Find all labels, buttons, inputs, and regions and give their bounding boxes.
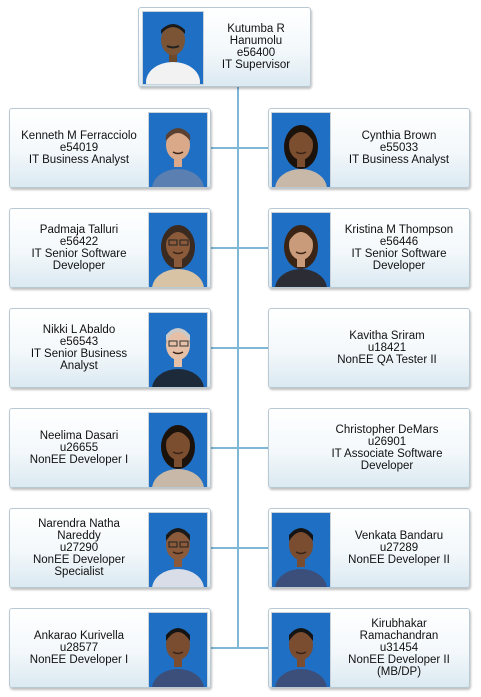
- person-id: e55033: [379, 142, 419, 154]
- person-title: Developer: [360, 460, 414, 472]
- person-title: Analyst: [60, 360, 98, 372]
- person-name: Neelima Dasari: [39, 430, 119, 442]
- person-id: u31454: [379, 642, 419, 654]
- person-title: IT Business Analyst: [28, 154, 130, 166]
- person-photo: [271, 612, 331, 687]
- person-name: Kavitha Sriram: [349, 330, 425, 342]
- org-connector-trunk: [237, 87, 239, 647]
- person-id: u27289: [379, 542, 419, 554]
- supervisor-photo: [142, 11, 204, 85]
- person-name: Padmaja Talluri: [39, 224, 119, 236]
- person-id: e54019: [59, 142, 99, 154]
- person-name: Kristina M Thompson: [344, 224, 454, 236]
- person-name: Kutumba R Hanumolu: [227, 23, 285, 47]
- org-connector-branch: [238, 247, 268, 249]
- person-title: (MB/DP): [376, 666, 422, 678]
- person-photo: [148, 412, 208, 487]
- org-connector-branch: [211, 647, 238, 649]
- org-connector-branch: [238, 547, 268, 549]
- person-title: NonEE Developer I: [29, 454, 129, 466]
- person-photo: [271, 212, 331, 287]
- person-title: Developer: [372, 260, 426, 272]
- org-connector-branch: [211, 247, 238, 249]
- person-photo: [148, 312, 208, 387]
- org-connector-branch: [238, 347, 268, 349]
- person-title: IT Supervisor: [221, 59, 291, 71]
- person-id: e56543: [59, 336, 99, 348]
- person-title: IT Associate Software: [331, 448, 443, 460]
- person-name: Nikki L Abaldo: [42, 324, 116, 336]
- org-connector-branch: [238, 647, 268, 649]
- person-name: Nareddy: [57, 530, 101, 542]
- person-id: u18421: [367, 342, 407, 354]
- person-id: e56422: [59, 236, 99, 248]
- org-connector-branch: [211, 147, 238, 149]
- person-name: Venkata Bandaru: [354, 530, 444, 542]
- org-connector-branch: [238, 147, 268, 149]
- person-name: Kenneth M Ferracciolo: [21, 130, 137, 142]
- person-title: Developer: [52, 260, 106, 272]
- person-id: e56446: [379, 236, 419, 248]
- person-photo: [271, 512, 331, 587]
- person-name: Christopher DeMars: [335, 424, 439, 436]
- person-name: Ramachandran: [359, 630, 439, 642]
- person-id: u28577: [59, 642, 99, 654]
- person-title: NonEE Developer II: [348, 654, 450, 666]
- person-title: IT Senior Business: [30, 348, 128, 360]
- person-id: e56400: [236, 47, 276, 59]
- org-connector-branch: [211, 347, 238, 349]
- supervisor-info: Kutumba R Hanumolu e56400 IT Supervisor: [205, 8, 307, 86]
- org-connector-branch: [238, 447, 268, 449]
- person-title: IT Senior Software: [31, 248, 127, 260]
- person-title: NonEE Developer: [32, 554, 126, 566]
- person-photo: [148, 512, 208, 587]
- person-title: NonEE QA Tester II: [337, 354, 437, 366]
- person-title: IT Senior Software: [351, 248, 447, 260]
- supervisor-card[interactable]: Kutumba R Hanumolu e56400 IT Supervisor: [138, 7, 311, 87]
- person-name: Narendra Natha: [38, 518, 120, 530]
- person-photo: [271, 112, 331, 187]
- person-name: Kirubhakar: [371, 618, 427, 630]
- person-title: Specialist: [54, 566, 104, 578]
- person-title: NonEE Developer II: [348, 554, 450, 566]
- person-name: Cynthia Brown: [361, 130, 437, 142]
- person-title: IT Business Analyst: [348, 154, 450, 166]
- person-id: u26901: [367, 436, 407, 448]
- person-id: u27290: [59, 542, 99, 554]
- org-connector-branch: [211, 547, 238, 549]
- person-title: NonEE Developer I: [29, 654, 129, 666]
- org-connector-branch: [211, 447, 238, 449]
- person-photo: [148, 112, 208, 187]
- person-photo: [148, 612, 208, 687]
- person-name: Ankarao Kurivella: [33, 630, 125, 642]
- person-photo: [148, 212, 208, 287]
- person-id: u26655: [59, 442, 99, 454]
